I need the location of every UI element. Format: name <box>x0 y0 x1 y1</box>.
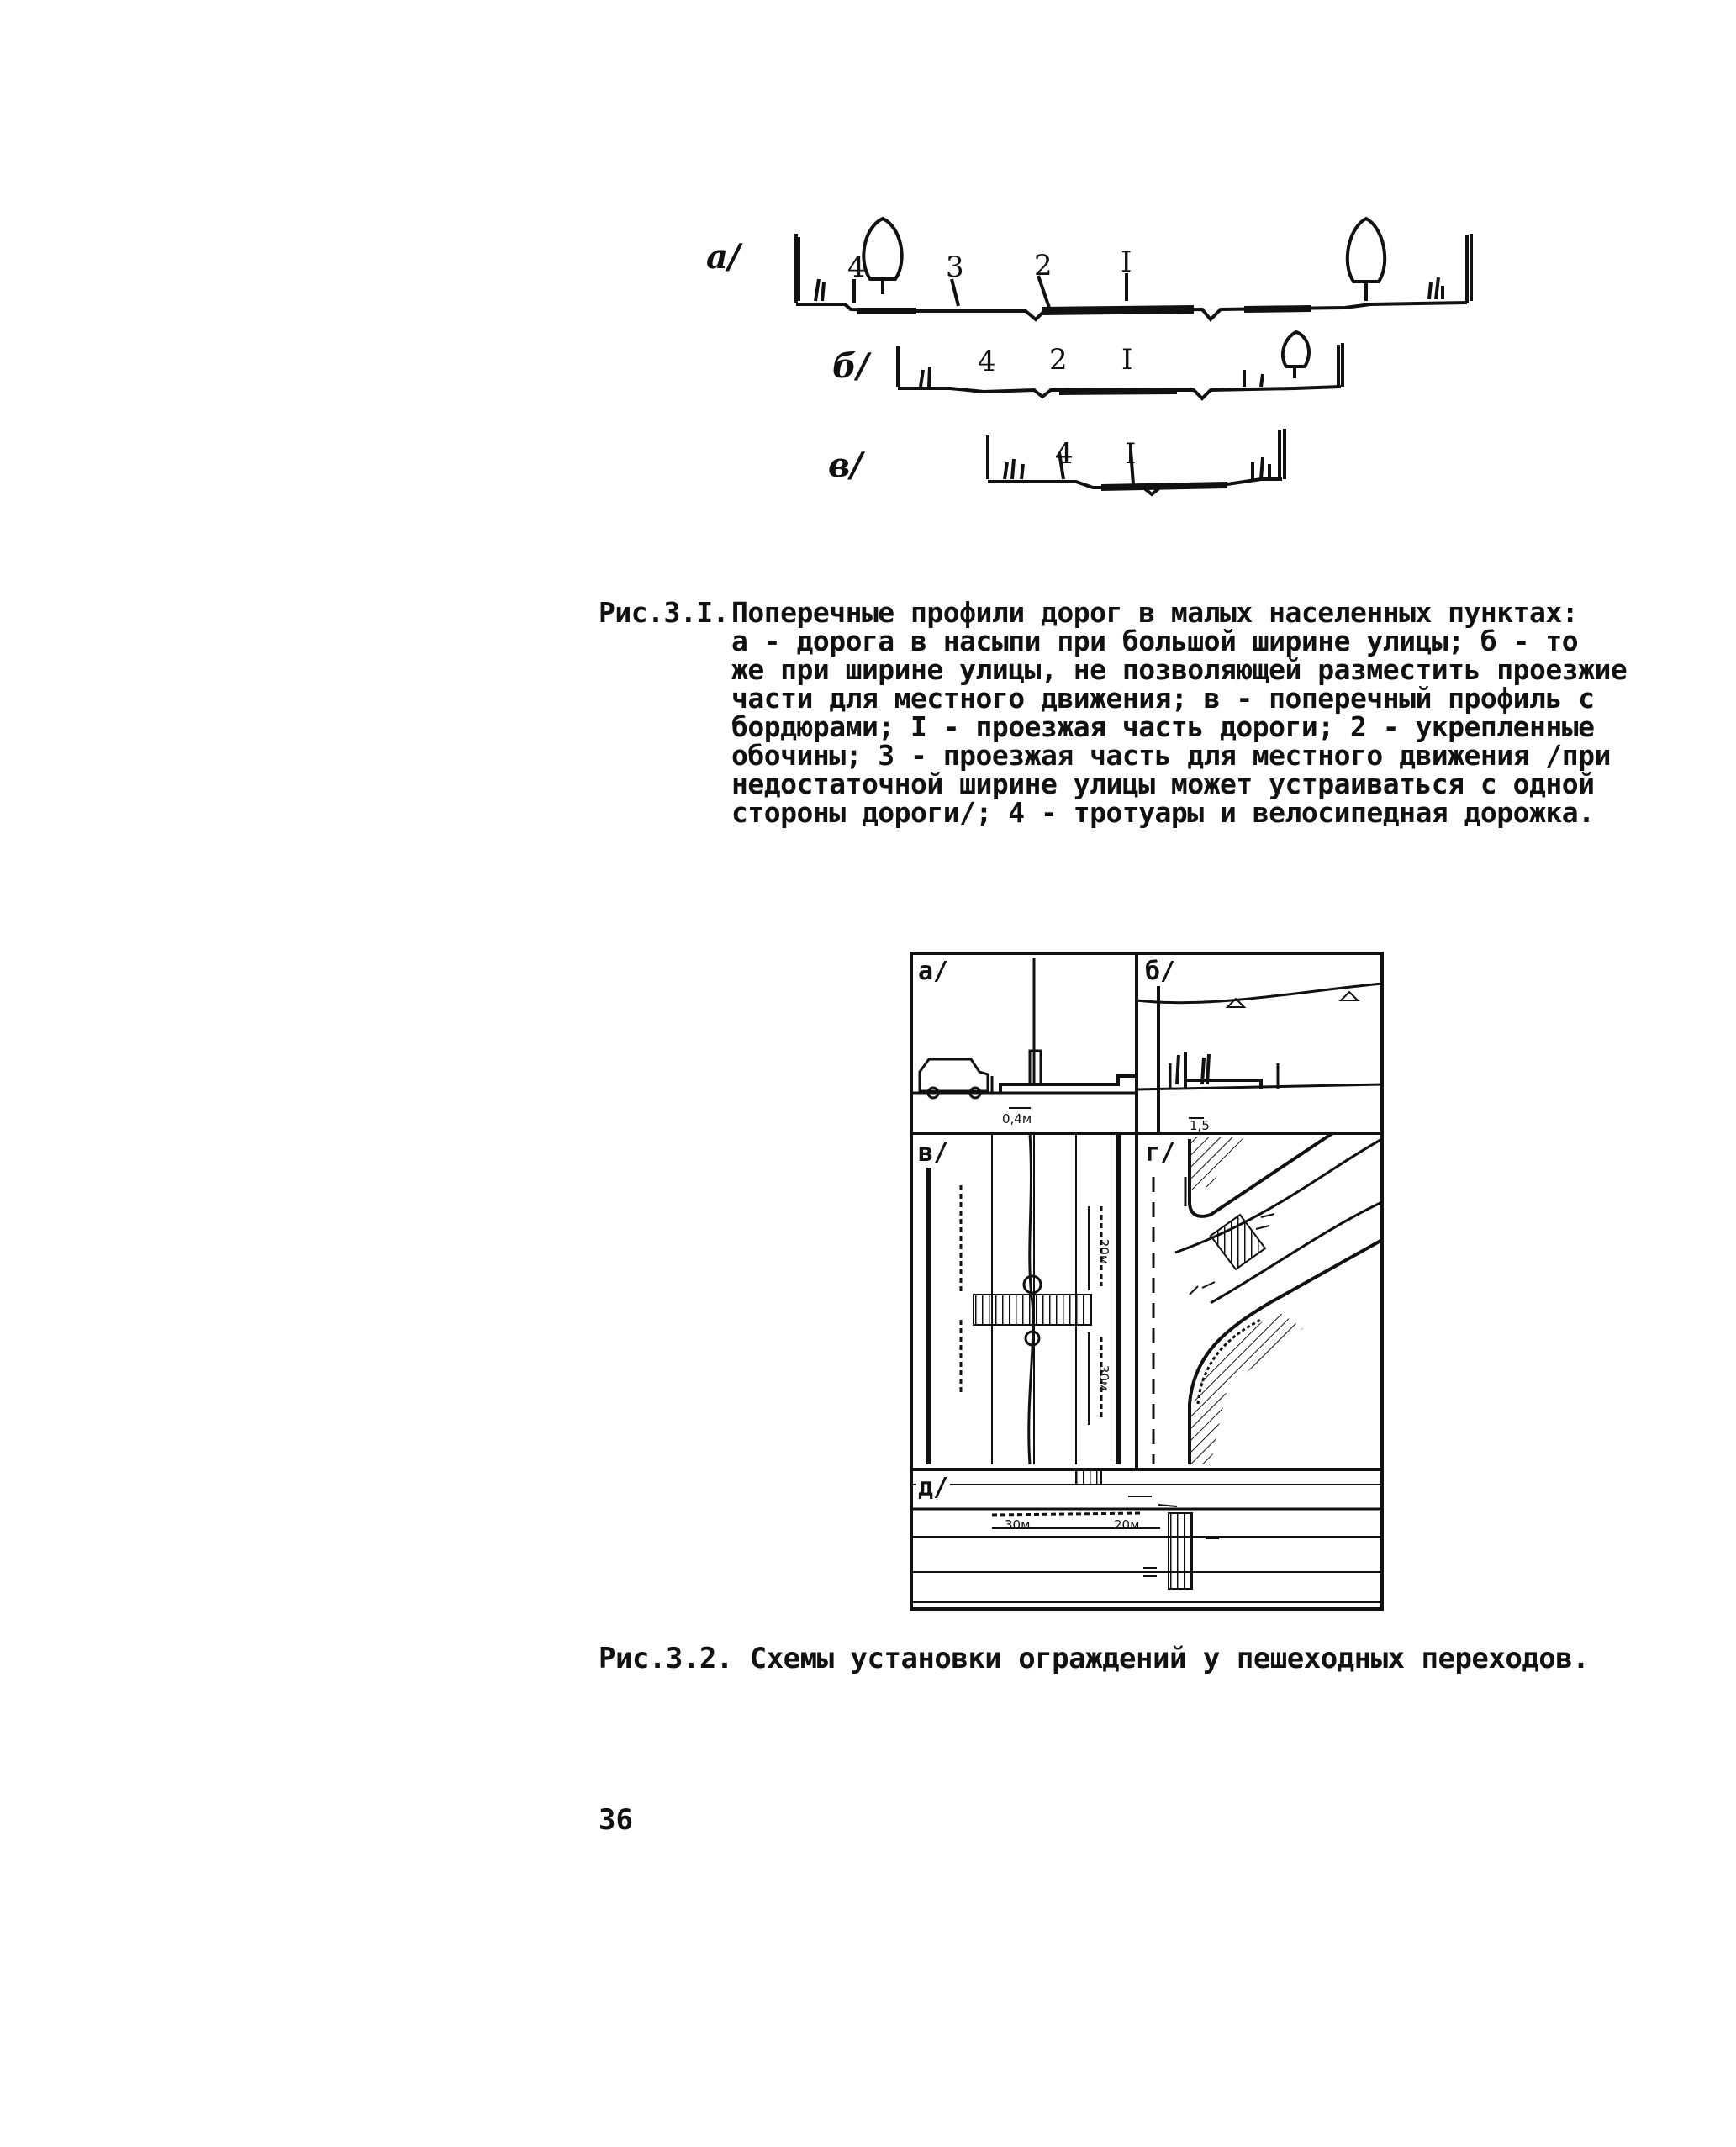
figure-2-schemes: а/ б/ в/ г/ д/ 0,4м 1,5 20м 30м 30м 20м <box>908 950 1387 1614</box>
figure-1-caption: Рис.3.I. Поперечные профили дорог в малы… <box>599 596 1675 834</box>
profile-b-number-i: I <box>1121 343 1133 377</box>
panel-label-v: в/ <box>916 1138 951 1168</box>
figure-1-profiles: а/ 4 3 2 I б/ 4 2 I в/ 4 I <box>706 202 1496 521</box>
dimension-v-bottom: 30м <box>1096 1364 1112 1391</box>
profile-c-number-4: 4 <box>1055 437 1074 471</box>
profiles-drawing <box>794 216 1473 497</box>
profile-c-number-i: I <box>1125 437 1137 471</box>
profile-a-number-4: 4 <box>847 251 866 284</box>
profile-a-number-2: 2 <box>1034 249 1053 282</box>
profile-label-b: б/ <box>832 346 869 386</box>
figure-2-caption: Рис.3.2. Схемы установки ограждений у пе… <box>599 1642 1590 1675</box>
figure-1-caption-line: а - дорога в насыпи при большой ширине у… <box>731 625 1579 657</box>
figure-1-caption-line: недостаточной ширине улицы может устраив… <box>731 768 1595 800</box>
panel-label-a: а/ <box>916 957 951 986</box>
figure-1-caption-line: части для местного движения; в - попереч… <box>731 682 1595 715</box>
dimension-b: 1,5 <box>1190 1118 1210 1133</box>
figure-1-caption-line: стороны дороги/; 4 - тротуары и велосипе… <box>731 796 1595 829</box>
figure-1-caption-label: Рис.3.I. <box>599 596 729 629</box>
dimension-v-top: 20м <box>1096 1238 1112 1265</box>
figure-1-caption-line: же при ширине улицы, не позволяющей разм… <box>731 653 1628 686</box>
panel-label-b: б/ <box>1143 957 1178 986</box>
figure-1-caption-line: обочины; 3 - проезжая часть для местного… <box>731 739 1611 772</box>
profile-label-a: а/ <box>706 237 741 277</box>
profile-label-c: в/ <box>828 446 863 485</box>
dimension-d-right: 20м <box>1114 1517 1140 1532</box>
panel-label-d: д/ <box>916 1473 951 1502</box>
dimension-a: 0,4м <box>1002 1111 1032 1126</box>
profile-a-number-3: 3 <box>946 251 964 284</box>
figure-1-caption-line: бордюрами; I - проезжая часть дороги; 2 … <box>731 710 1595 743</box>
schemes-drawing <box>910 952 1384 1611</box>
dimension-d-left: 30м <box>1005 1517 1031 1532</box>
profile-b-number-4: 4 <box>978 345 996 378</box>
panel-label-g: г/ <box>1143 1138 1178 1168</box>
profile-a-number-i: I <box>1121 245 1132 279</box>
page-number: 36 <box>599 1803 633 1837</box>
profile-b-number-2: 2 <box>1049 343 1068 377</box>
figure-1-caption-line: Поперечные профили дорог в малых населен… <box>731 596 1579 629</box>
